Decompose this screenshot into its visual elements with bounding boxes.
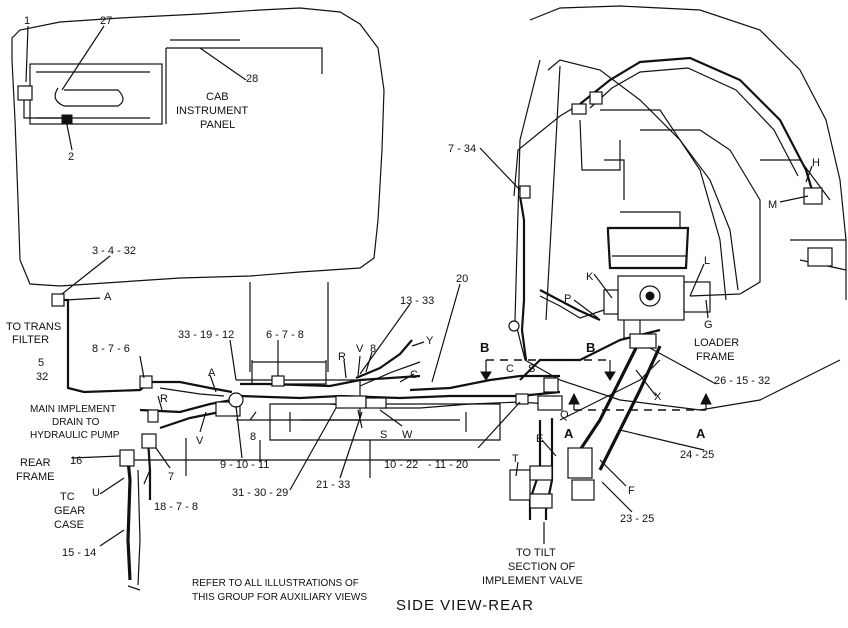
callout-28: 28: [246, 73, 258, 85]
callout-K: K: [586, 271, 594, 283]
callout-8-7-6: 8 - 7 - 6: [92, 343, 130, 355]
loader-frame-label-line1: LOADER: [694, 337, 739, 349]
callout-C-mid: C: [410, 369, 418, 381]
note-line2: THIS GROUP FOR AUXILIARY VIEWS: [192, 592, 367, 603]
callout-1: 1: [24, 15, 30, 27]
section-marker-B-right: B: [586, 340, 595, 355]
callout-3-4-32: 3 - 4 - 32: [92, 245, 136, 257]
rear-frame-label-line1: REAR: [20, 457, 51, 469]
callout-31-30-29: 31 - 30 - 29: [232, 487, 288, 499]
leader-lines: [25, 25, 813, 547]
callout-13-33: 13 - 33: [400, 295, 434, 307]
callout-R-top: R: [338, 351, 346, 363]
callout-A-mid: A: [208, 367, 216, 379]
callout-L: L: [704, 255, 710, 267]
callout-H: H: [812, 157, 820, 169]
to-trans-label-line2: FILTER: [12, 334, 49, 346]
diagram-title: SIDE VIEW-REAR: [396, 597, 534, 614]
callout-X: X: [654, 391, 662, 403]
callout-16: 16: [70, 455, 82, 467]
callout-18-7-8: 18 - 7 - 8: [154, 501, 198, 513]
section-markers: [480, 359, 712, 411]
cab-outline: [11, 7, 385, 287]
main-drain-label-line1: MAIN IMPLEMENT: [30, 404, 116, 415]
fittings: [51, 91, 823, 509]
rear-frame-label-line2: FRAME: [16, 471, 55, 483]
main-drain-label-line3: HYDRAULIC PUMP: [30, 430, 120, 441]
tc-gear-case-line1: TC: [60, 491, 75, 503]
callout-G: G: [704, 319, 713, 331]
section-marker-A-right: A: [696, 426, 706, 441]
callout-V-top: V: [356, 343, 364, 355]
callout-M: M: [768, 199, 777, 211]
callout-9-10-11: 9 - 10 - 11: [220, 459, 269, 471]
callout-S-right: S: [528, 363, 535, 375]
callout-21-33: 21 - 33: [316, 479, 350, 491]
callout-10-22: 10 - 22: [384, 459, 418, 471]
callout-U: U: [92, 487, 100, 499]
loader-frame-outline: [514, 5, 847, 411]
callout-labels: 1 27 28 2 3 - 4 - 32 A 5 32 8 - 7 - 6 33…: [24, 15, 820, 559]
callout-F: F: [628, 485, 635, 497]
callout-Q: Q: [560, 409, 569, 421]
to-trans-label-line1: TO TRANS: [6, 321, 61, 333]
tilt-label-line1: TO TILT: [516, 547, 556, 559]
callout-R-left: R: [160, 393, 168, 405]
callout-V-left: V: [196, 435, 204, 447]
tc-gear-case-line2: GEAR: [54, 505, 85, 517]
callout-7: 7: [168, 471, 174, 483]
callout-T: T: [512, 453, 519, 465]
callout-5: 5: [38, 357, 44, 369]
section-marker-B-left: B: [480, 340, 489, 355]
frame-structure: [130, 282, 501, 478]
callout-26-15-32: 26 - 15 - 32: [714, 375, 770, 387]
loader-frame-label-line2: FRAME: [696, 351, 735, 363]
callout-11-20: - 11 - 20: [428, 459, 468, 471]
cab-label-line3: PANEL: [200, 119, 235, 131]
callout-6-7-8: 6 - 7 - 8: [266, 329, 304, 341]
cab-label-line2: INSTRUMENT: [176, 105, 248, 117]
callout-7-34: 7 - 34: [448, 143, 476, 155]
callout-8-top: 8: [370, 343, 376, 355]
callout-15-14: 15 - 14: [62, 547, 96, 559]
callout-S-mid: S: [380, 429, 387, 441]
callout-Y: Y: [426, 335, 434, 347]
callout-A-top-left: A: [104, 291, 112, 303]
main-drain-label-line2: DRAIN TO: [52, 417, 100, 428]
tc-gear-case-line3: CASE: [54, 519, 84, 531]
tilt-label-line2: SECTION OF: [508, 561, 576, 573]
implement-valve: [603, 211, 711, 339]
callout-27: 27: [100, 15, 112, 27]
callout-8-left: 8: [250, 431, 256, 443]
callout-E: E: [536, 433, 543, 445]
callout-C-right: C: [506, 363, 514, 375]
callout-32: 32: [36, 371, 48, 383]
cab-label-line1: CAB: [206, 91, 229, 103]
note-line1: REFER TO ALL ILLUSTRATIONS OF: [192, 578, 359, 589]
callout-W: W: [402, 429, 413, 441]
section-marker-A-left: A: [564, 426, 574, 441]
descriptive-labels: CAB INSTRUMENT PANEL TO TRANS FILTER MAI…: [6, 91, 739, 614]
callout-33-19-12: 33 - 19 - 12: [178, 329, 234, 341]
callout-2: 2: [68, 151, 74, 163]
callout-24-25: 24 - 25: [680, 449, 714, 461]
callout-20-top: 20: [456, 273, 468, 285]
callout-P: P: [564, 293, 571, 305]
tilt-label-line3: IMPLEMENT VALVE: [482, 575, 583, 587]
callout-23-25: 23 - 25: [620, 513, 654, 525]
